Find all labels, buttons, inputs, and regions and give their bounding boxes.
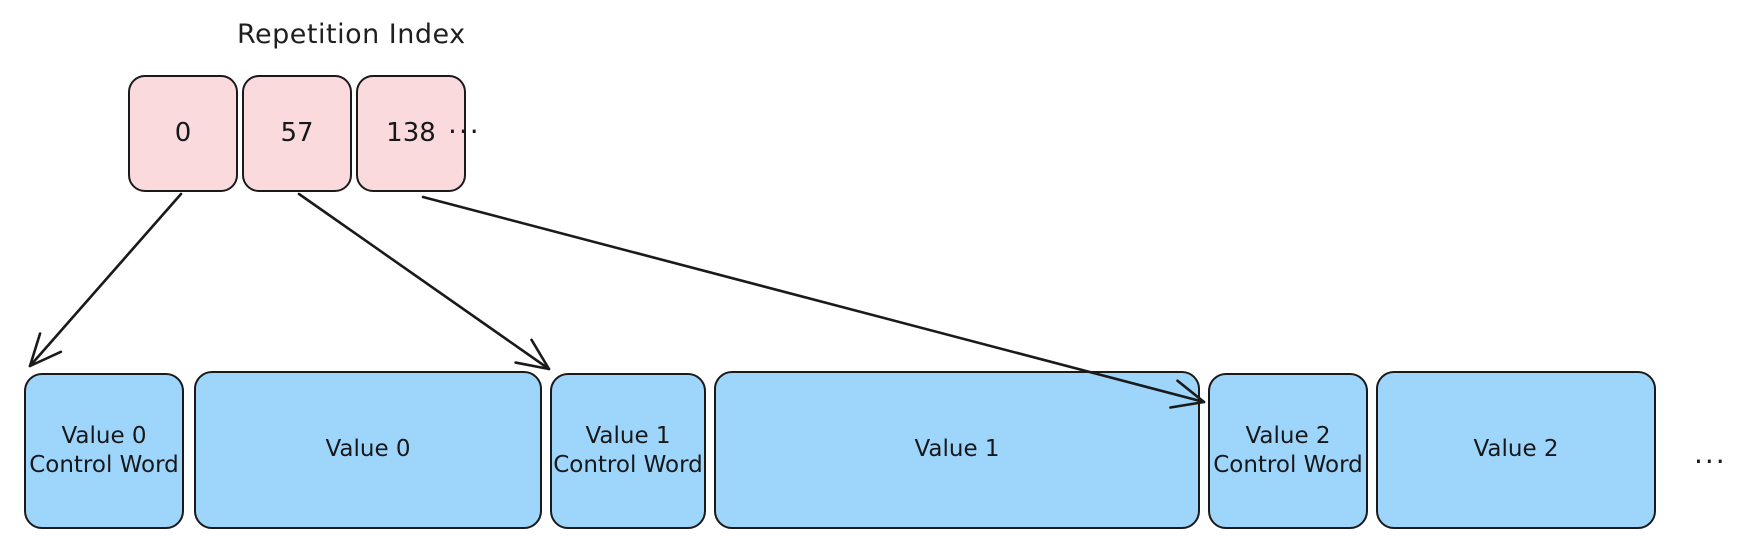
data-box-value-0-control-word[interactable]: Value 0 Control Word (24, 373, 184, 529)
arrow-index-0-to-value-0-control-word (28, 192, 183, 368)
arrow-index-57-to-value-1-control-word (297, 192, 551, 371)
data-box-value-1[interactable]: Value 1 (714, 371, 1200, 529)
data-box-value-1-control-word[interactable]: Value 1 Control Word (550, 373, 706, 529)
index-box-0[interactable]: 0 (128, 75, 238, 192)
data-box-value-2[interactable]: Value 2 (1376, 371, 1656, 529)
data-box-value-0[interactable]: Value 0 (194, 371, 542, 529)
arrow-index-57-to-value-1-control-word-head (514, 338, 551, 371)
index-box-138[interactable]: 138 (356, 75, 466, 192)
index-box-57[interactable]: 57 (242, 75, 352, 192)
page-title: Repetition Index (237, 19, 466, 50)
data-box-value-2-control-word[interactable]: Value 2 Control Word (1208, 373, 1368, 529)
data-row-ellipsis: ... (1694, 437, 1727, 470)
index-row-ellipsis: ... (448, 107, 481, 140)
arrow-index-0-to-value-0-control-word-head (28, 332, 63, 368)
